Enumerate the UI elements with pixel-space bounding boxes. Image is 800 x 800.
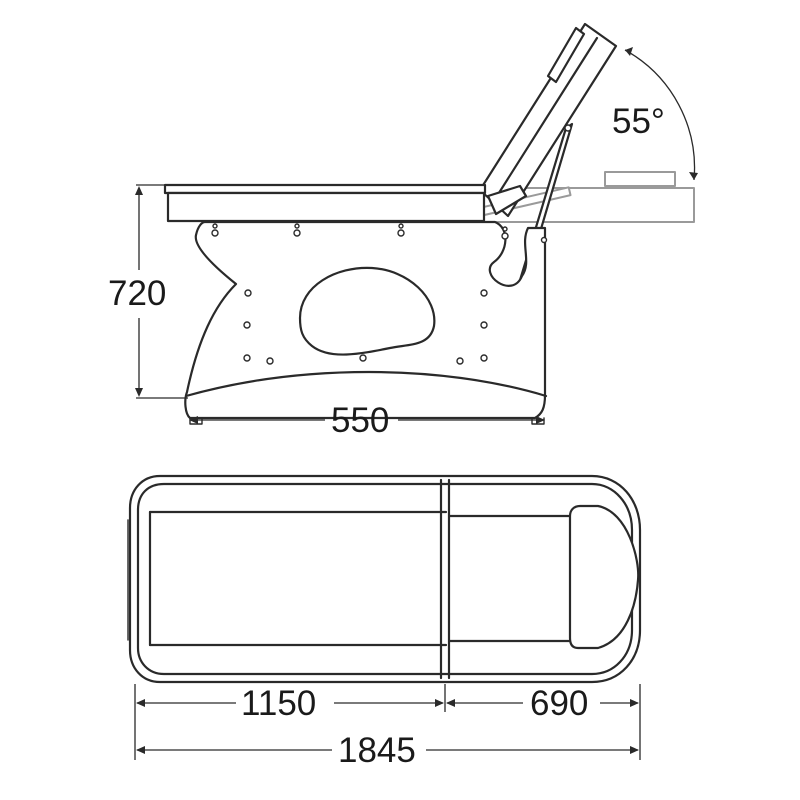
base-width-label: 550 [331,401,389,440]
base-width-dimension: 550 [189,401,545,440]
section-dimensions: 1150 690 1845 [134,684,641,770]
angle-arc-arrow-bottom [689,172,698,180]
back-section-label: 690 [530,684,588,723]
head-cushion [568,504,640,650]
backrest-flat-ghost [421,171,695,230]
height-label: 720 [108,274,166,313]
seat-section-label: 1150 [241,684,316,723]
tabletop [163,183,487,227]
outer-frame [128,474,642,684]
pedestal-cutout [298,266,436,356]
total-length-label: 1845 [338,731,416,770]
angle-arc-arrow-top [625,47,633,56]
top-view [127,474,642,684]
pedestal-base [184,220,548,425]
side-view: 55° [108,22,698,440]
backrest-angle-label: 55° [612,102,665,141]
height-dimension: 720 [108,184,188,399]
backrest-raised [478,22,618,302]
angle-arc [624,49,696,181]
